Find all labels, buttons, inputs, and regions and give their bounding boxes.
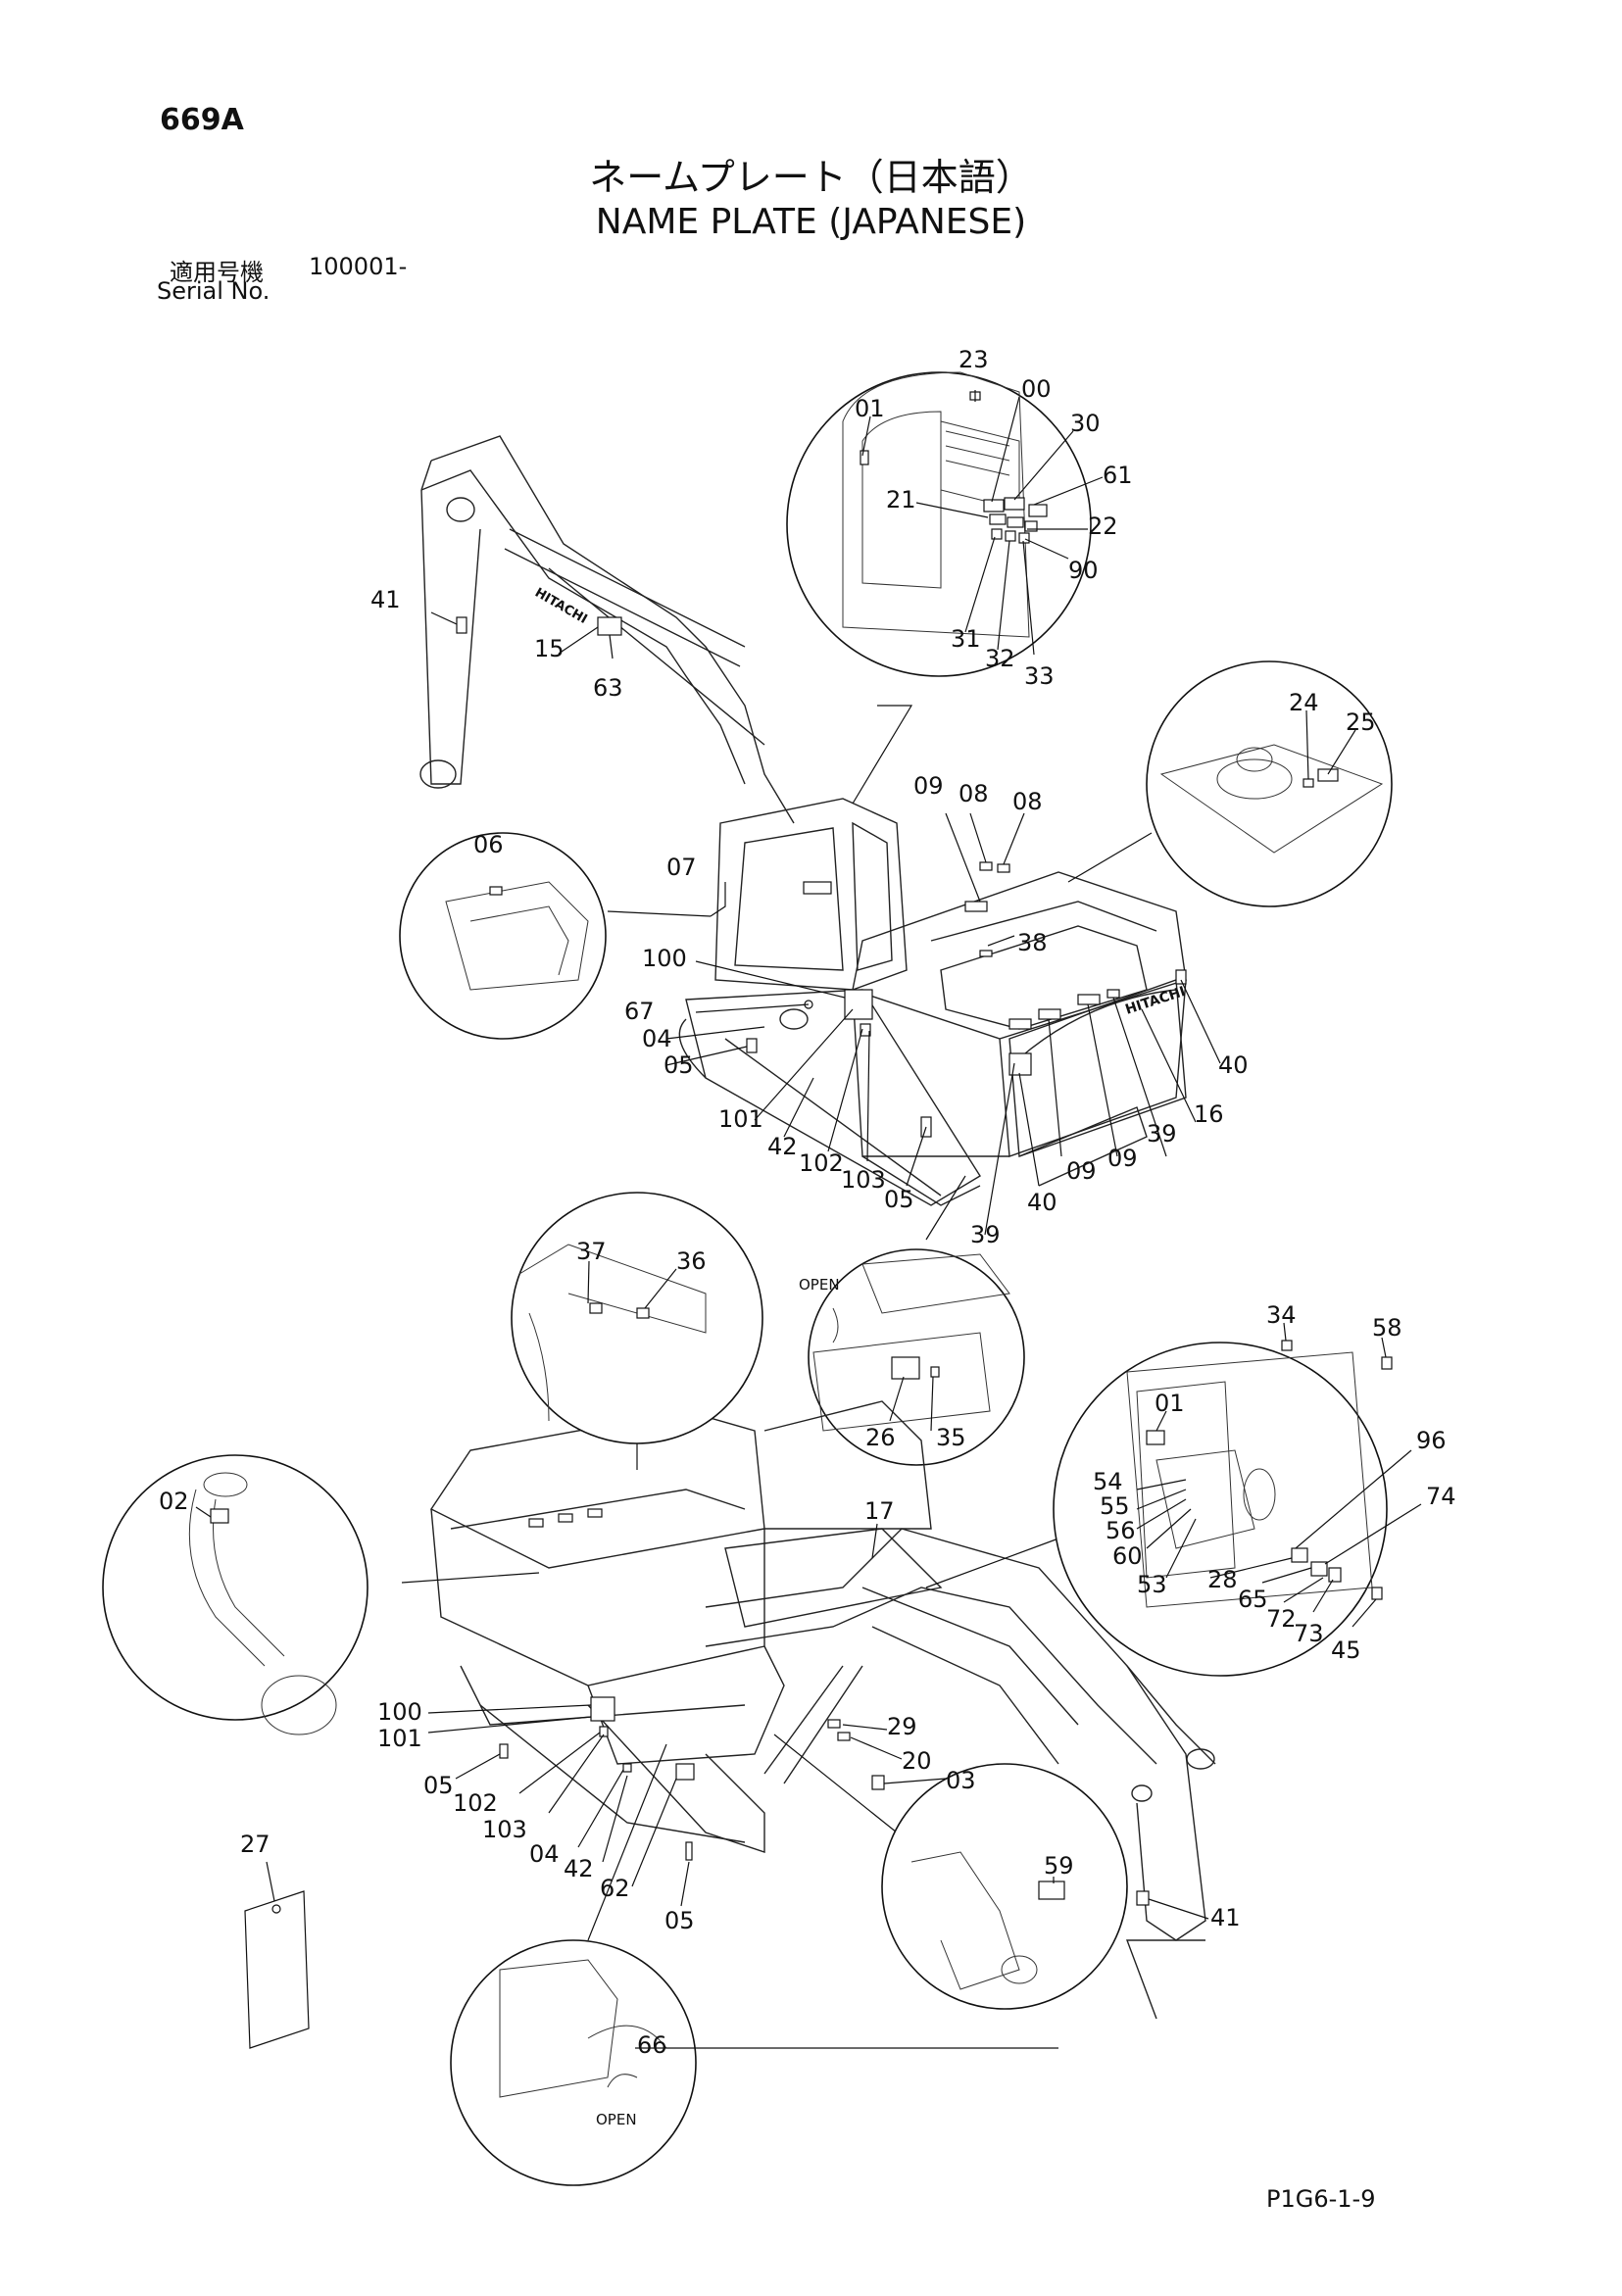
callout-01-a: 01 [855,395,885,422]
serial-number-value: 100001- [309,253,408,280]
callout-42-a: 42 [767,1133,798,1160]
callout-03: 03 [946,1767,976,1794]
title-english: NAME PLATE (JAPANESE) [595,202,1027,242]
callout-103-a: 103 [841,1166,886,1194]
callout-62: 62 [600,1875,630,1902]
callout-05-d: 05 [664,1907,695,1934]
callout-45: 45 [1331,1637,1361,1664]
callout-22: 22 [1088,513,1118,540]
callout-08-b: 08 [1012,788,1043,815]
callout-05-b: 05 [884,1186,914,1213]
callout-05-a: 05 [664,1051,694,1079]
callout-31: 31 [951,625,981,653]
serial-label-english: Serial No. [157,277,270,305]
leader-lines [195,390,1422,2049]
callout-40-b: 40 [1218,1051,1249,1079]
callout-34: 34 [1266,1301,1297,1329]
detail-cab-interior [786,371,1092,805]
callout-100-a: 100 [642,945,687,972]
callout-24: 24 [1289,689,1319,716]
detail-air-cleaner [102,1454,540,1735]
callout-103-b: 103 [482,1816,527,1843]
callout-67: 67 [624,998,655,1025]
callout-38: 38 [1017,929,1048,956]
detail-cab-controls [925,1340,1393,1677]
callout-36: 36 [676,1247,707,1275]
callout-55: 55 [1100,1492,1130,1520]
callout-05-c: 05 [423,1772,454,1799]
callout-02: 02 [159,1488,189,1515]
page-number: 669A [160,103,244,137]
callout-04-a: 04 [642,1025,672,1052]
callout-66: 66 [637,2031,667,2059]
callout-61: 61 [1103,462,1133,489]
callout-60: 60 [1112,1542,1143,1570]
callout-27: 27 [240,1831,270,1858]
callout-labels: 01 23 00 30 61 21 22 90 31 32 33 41 15 6… [159,346,1456,2059]
detail-fuse-rack [511,1192,763,1470]
callout-53: 53 [1137,1571,1167,1598]
callout-26: 26 [865,1424,896,1451]
callout-32: 32 [985,645,1015,672]
callout-101-b: 101 [377,1725,422,1752]
callout-23: 23 [958,346,989,373]
callout-42-b: 42 [564,1855,594,1882]
callout-01-b: 01 [1155,1390,1185,1417]
callout-17: 17 [864,1497,895,1525]
open-marking-fuse-box: OPEN [799,1276,840,1294]
callout-28: 28 [1207,1566,1238,1593]
callout-07: 07 [666,854,697,881]
detail-boom-foot [773,1734,1128,2010]
callout-06: 06 [473,831,504,858]
detail-fuse-box: OPEN [799,1175,1025,1466]
callout-16: 16 [1194,1100,1224,1128]
callout-29: 29 [887,1713,917,1740]
callout-04-b: 04 [529,1840,560,1868]
serial-label-japanese: 適用号機 [170,259,264,286]
title-japanese: ネームプレート（日本語） [589,156,1033,199]
callout-56: 56 [1106,1517,1136,1544]
callout-74: 74 [1426,1483,1456,1510]
callout-41-b: 41 [1210,1904,1241,1931]
detail-radiator-cover [1067,660,1393,907]
warning-tag [244,1861,310,2049]
callout-59: 59 [1044,1852,1074,1880]
callout-96: 96 [1416,1427,1447,1454]
callout-102-b: 102 [453,1789,498,1817]
callout-58: 58 [1372,1314,1402,1342]
callout-65: 65 [1238,1586,1268,1613]
callout-21: 21 [886,486,916,513]
callout-37: 37 [576,1238,607,1265]
lower-excavator-view [429,1400,1216,2020]
callout-20: 20 [902,1747,932,1775]
callout-72: 72 [1266,1605,1297,1633]
callout-102-a: 102 [799,1149,844,1177]
callout-25: 25 [1346,708,1376,736]
callout-54: 54 [1093,1468,1123,1495]
callout-35: 35 [936,1424,966,1451]
callout-08-a: 08 [958,780,989,807]
detail-hood-open: OPEN [450,1743,697,2186]
callout-09-b: 09 [1066,1157,1097,1185]
open-marking-hood: OPEN [596,2111,637,2128]
detail-controller-box [399,832,712,1040]
callout-39-b: 39 [1147,1120,1177,1148]
callout-39-a: 39 [970,1221,1001,1248]
callout-40-a: 40 [1027,1189,1057,1216]
callout-09-a: 09 [913,772,944,800]
callout-15: 15 [534,635,565,662]
callout-33: 33 [1024,662,1055,690]
callout-09-c: 09 [1107,1145,1138,1172]
callout-41-a: 41 [370,586,401,613]
callout-101-a: 101 [718,1105,763,1133]
callout-00: 00 [1021,375,1052,403]
callout-100-b: 100 [377,1698,422,1726]
drawing-code: P1G6-1-9 [1266,2185,1376,2213]
callout-30: 30 [1070,410,1101,437]
hitachi-logo-boom: HITACHI [532,585,590,626]
callout-90: 90 [1068,557,1099,584]
callout-63: 63 [593,674,623,702]
callout-73: 73 [1294,1620,1324,1647]
